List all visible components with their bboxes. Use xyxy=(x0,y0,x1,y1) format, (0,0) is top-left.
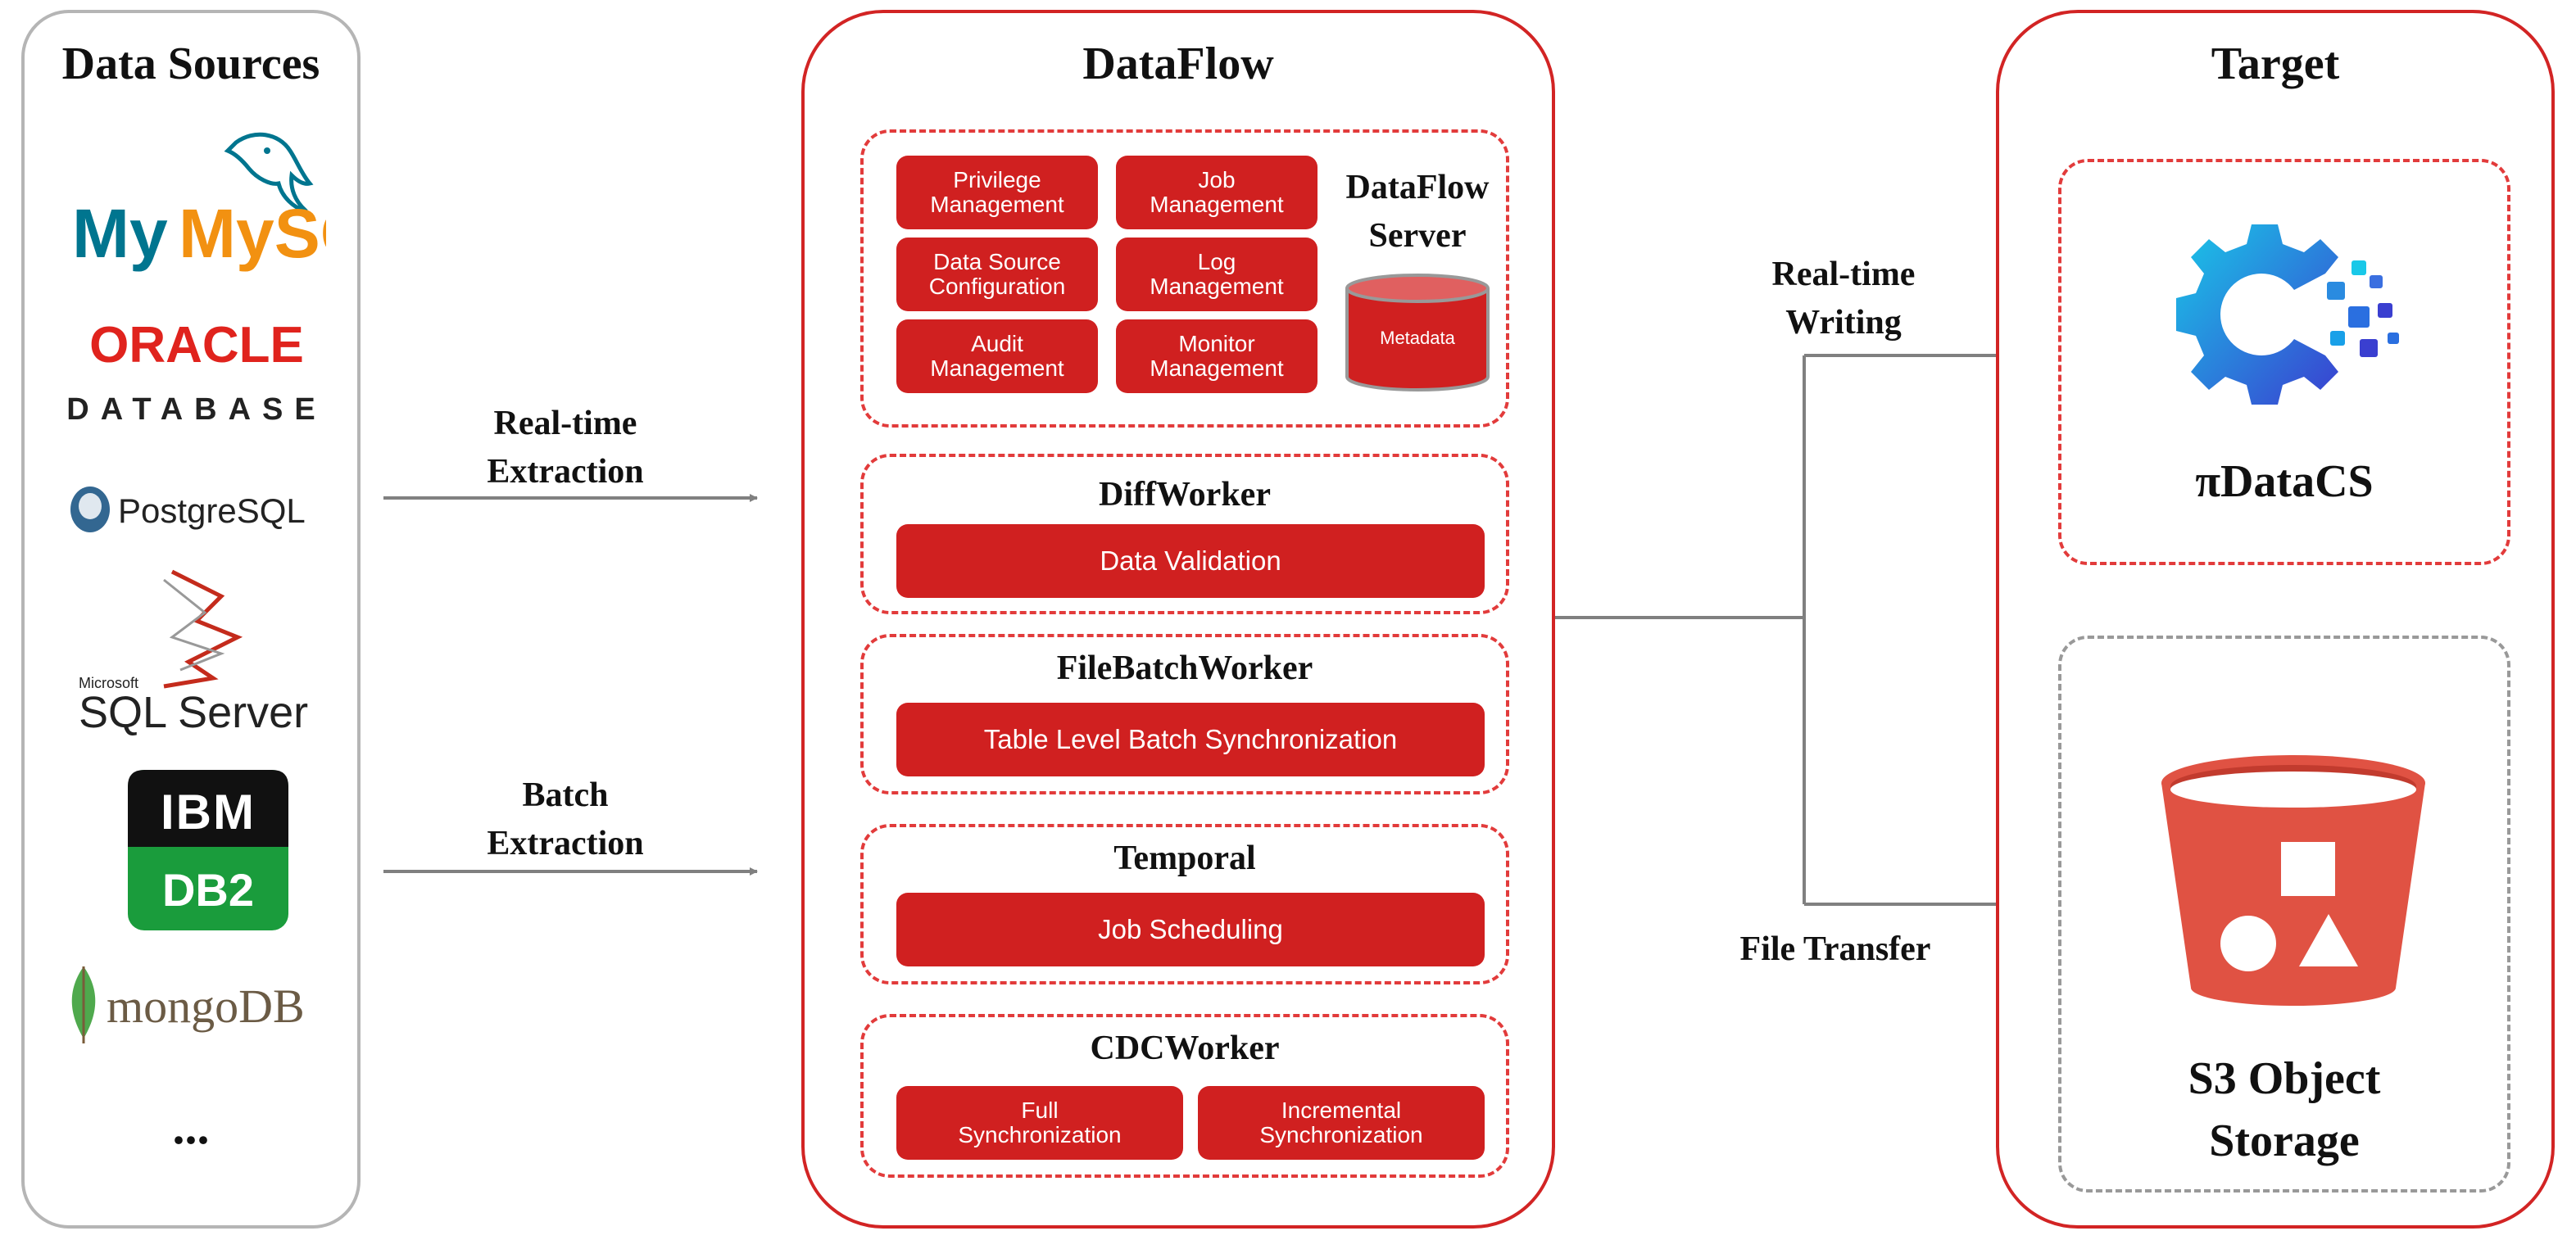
filebatchworker-box: FileBatchWorker Table Level Batch Synchr… xyxy=(860,634,1509,794)
target-panel: Target πDataCS xyxy=(1996,10,2555,1229)
file-transfer-label: File Transfer xyxy=(1739,930,1931,968)
temporal-box: Temporal Job Scheduling xyxy=(860,824,1509,984)
svg-text:DATABASE: DATABASE xyxy=(66,392,326,427)
mysql-logo-text: MySQL xyxy=(179,195,326,272)
log-management-button[interactable]: Log Management xyxy=(1116,238,1317,311)
svg-text:My: My xyxy=(72,195,168,272)
table-level-batch-sync-button[interactable]: Table Level Batch Synchronization xyxy=(896,703,1485,776)
diffworker-box: DiffWorker Data Validation xyxy=(860,454,1509,614)
output-connector xyxy=(1555,355,1806,904)
dataflow-panel: DataFlow Privilege Management Job Manage… xyxy=(801,10,1555,1229)
metadata-database-icon: Metadata xyxy=(1345,274,1490,391)
cdcworker-title: CDCWorker xyxy=(1090,1030,1280,1067)
s3-storage-label: S3 Object Storage xyxy=(2188,1053,2381,1166)
filebatchworker-title: FileBatchWorker xyxy=(1056,649,1313,687)
oracle-logo: ORACLE DATABASE xyxy=(66,318,326,427)
dataflow-title: DataFlow xyxy=(1082,38,1274,89)
s3-storage-box: S3 Object Storage xyxy=(2058,636,2510,1192)
mongodb-logo: mongoDB xyxy=(71,966,305,1043)
data-sources-panel: Data Sources My MySQL ORACLE DATABASE Po… xyxy=(21,10,361,1229)
mysql-logo: My MySQL xyxy=(72,132,326,272)
data-validation-button[interactable]: Data Validation xyxy=(896,524,1485,598)
realtime-extraction-label: Real-time Extraction xyxy=(487,405,644,491)
dataflow-server-label: DataFlow Server xyxy=(1345,169,1490,255)
metadata-label: Metadata xyxy=(1380,328,1455,348)
pidatacs-box: πDataCS xyxy=(2058,159,2510,565)
full-synchronization-button[interactable]: Full Synchronization xyxy=(896,1086,1183,1160)
audit-management-button[interactable]: Audit Management xyxy=(896,319,1098,393)
data-source-configuration-button[interactable]: Data Source Configuration xyxy=(896,238,1098,311)
dataflow-server-box: Privilege Management Job Management Data… xyxy=(860,129,1509,428)
postgresql-logo: PostgreSQL xyxy=(70,486,306,532)
diffworker-title: DiffWorker xyxy=(1099,476,1271,514)
s3-bucket-icon xyxy=(2161,755,2425,1006)
sql-server-logo: Microsoft SQL Server xyxy=(79,569,308,735)
temporal-title: Temporal xyxy=(1113,839,1256,877)
monitor-management-button[interactable]: Monitor Management xyxy=(1116,319,1317,393)
job-management-button[interactable]: Job Management xyxy=(1116,156,1317,229)
svg-text:DB2: DB2 xyxy=(162,864,254,916)
ibm-db2-logo: IBM DB2 xyxy=(128,770,288,930)
svg-text:SQL Server: SQL Server xyxy=(79,688,308,735)
pidatacs-label: πDataCS xyxy=(2195,456,2374,507)
pidatacs-logo-icon xyxy=(2176,224,2399,405)
incremental-synchronization-button[interactable]: Incremental Synchronization xyxy=(1198,1086,1485,1160)
cdcworker-box: CDCWorker Full Synchronization Increment… xyxy=(860,1014,1509,1178)
batch-extraction-label: Batch Extraction xyxy=(487,776,644,862)
svg-text:mongoDB: mongoDB xyxy=(107,980,305,1033)
svg-text:Microsoft: Microsoft xyxy=(79,675,138,691)
privilege-management-button[interactable]: Privilege Management xyxy=(896,156,1098,229)
target-title: Target xyxy=(2211,38,2340,89)
svg-text:ORACLE: ORACLE xyxy=(89,318,304,373)
svg-text:PostgreSQL: PostgreSQL xyxy=(118,491,306,530)
svg-text:IBM: IBM xyxy=(161,785,256,839)
job-scheduling-button[interactable]: Job Scheduling xyxy=(896,893,1485,966)
data-sources-title: Data Sources xyxy=(61,38,320,89)
more-sources-ellipsis: ... xyxy=(172,1100,210,1154)
realtime-writing-label: Real-time Writing xyxy=(1771,256,1916,342)
